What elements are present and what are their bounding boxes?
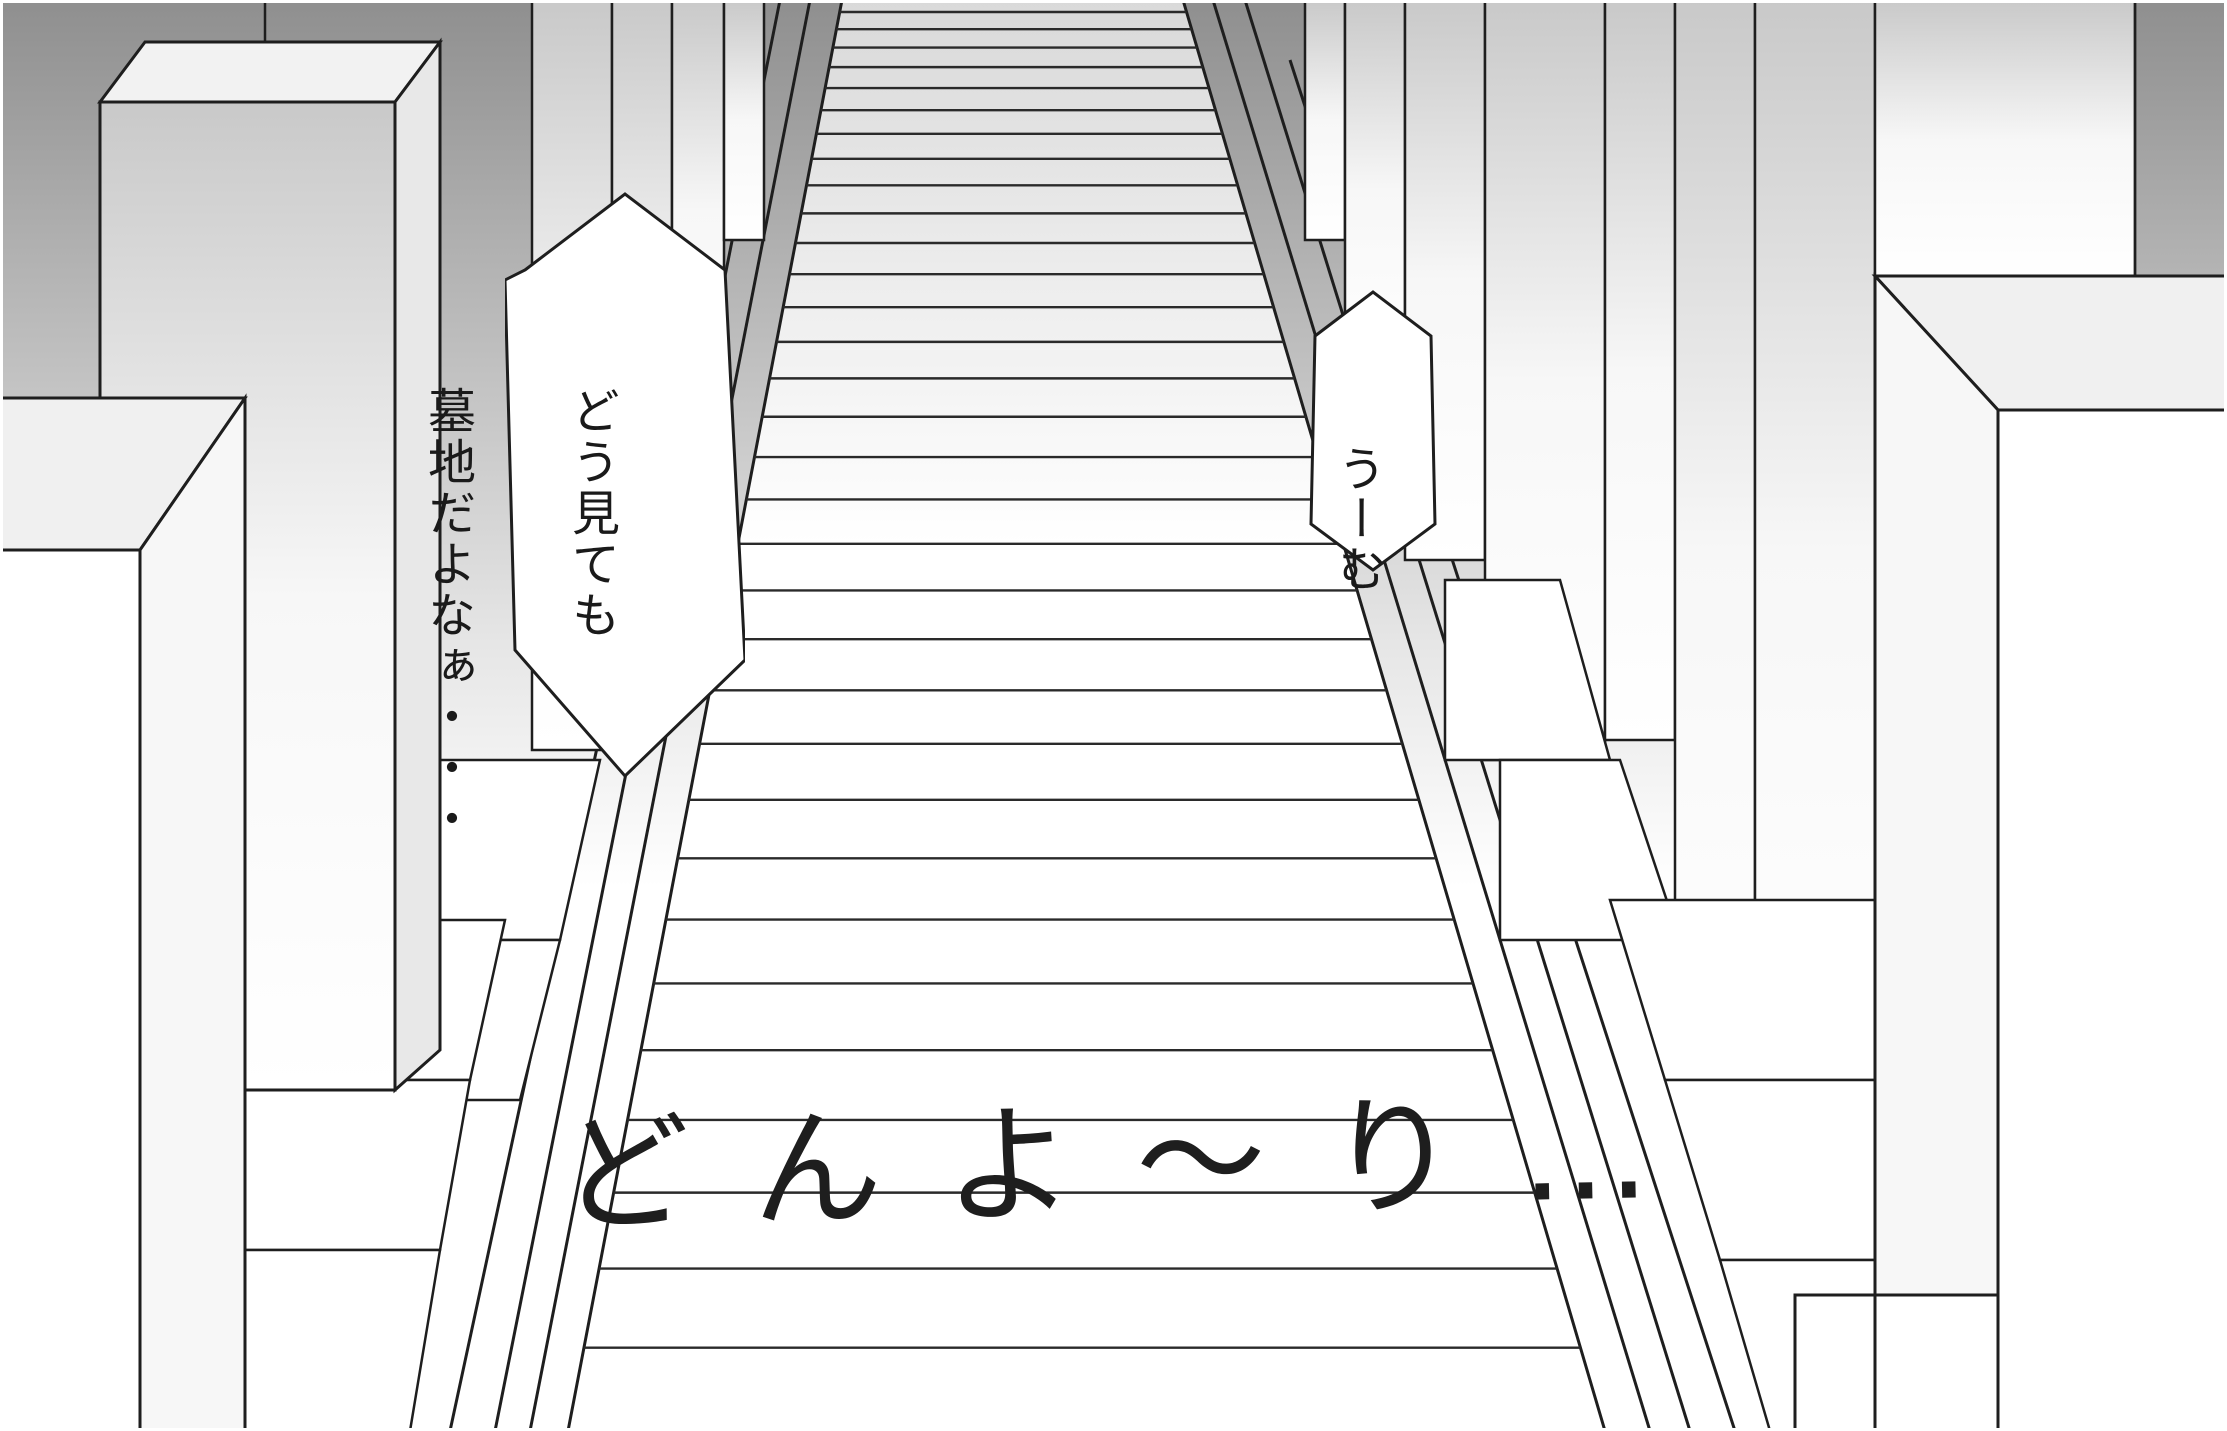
balloon-left-text: どう見ても 墓地だよなぁ・・・: [419, 276, 745, 845]
speech-balloon-left: どう見ても 墓地だよなぁ・・・: [419, 190, 745, 845]
gravestone-right-small: [1793, 1293, 2000, 1431]
balloon-left-outline: [505, 192, 745, 779]
balloon-right-line-1: うーむ: [1329, 443, 1385, 594]
balloon-left-line-2: 墓地だよなぁ・・・: [419, 385, 475, 845]
speech-balloon-right: うーむ: [1305, 288, 1441, 594]
balloon-right-text: うーむ: [1305, 340, 1441, 594]
stairway: [566, 0, 1607, 1431]
sound-effect-text: どんよ〜り…: [558, 1074, 1714, 1251]
balloon-right-outline: [1309, 290, 1437, 572]
balloon-left-line-1: どう見ても: [563, 385, 619, 641]
gravestone-left-front: [0, 393, 248, 1431]
gravestone-right-front: [1871, 272, 2227, 1431]
